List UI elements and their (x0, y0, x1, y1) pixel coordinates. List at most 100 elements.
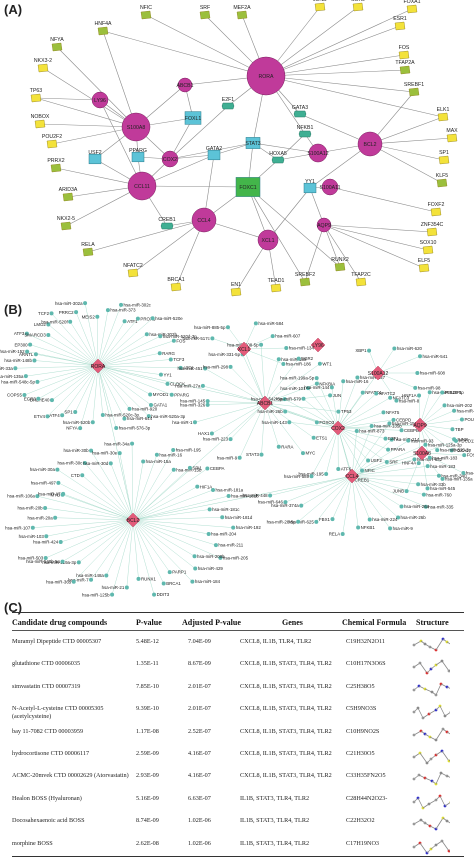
b-node-label: hsa-miR-30b (63, 448, 89, 453)
b-edge-bcl2-14 (132, 468, 208, 521)
cell-pvalue: 2.59E-09 (136, 750, 159, 757)
b-node-xcl1-hsa-mir-885-5p: hsa-miR-885-5p (194, 325, 230, 330)
b-node-label: hsa-miR-365 (46, 579, 72, 584)
table-row: N-Acetyl-L-cysteine CTD 00005305 (acetyl… (12, 699, 464, 725)
b-edge-bcl2-18 (132, 509, 210, 521)
b-node-label: FOS (176, 338, 185, 343)
b-node-label: TCF2 (38, 311, 50, 316)
b-node-rora-sp1: SP1 (64, 410, 78, 415)
cell-adj-pvalue: 2.52E-07 (188, 727, 211, 735)
b-node-s100a12-hsa-mir-608: hsa-miR-608 (415, 371, 446, 376)
cell-formula: C21H30O5 (346, 750, 375, 757)
b-node-ccl4-hsa-mir-335: hsa-miR-335 (423, 504, 454, 509)
cell-compound: bay 11-7082 CTD 00003959 (12, 727, 84, 735)
b-node-rora-prrc2: PRRC2 (59, 310, 79, 315)
b-node-s100a8-hsa-mir-135a: hsa-miR-135a (440, 476, 473, 481)
node-srebf1: SREBF1 (404, 82, 424, 97)
b-hub-label-aqp9: AQP9 (413, 423, 427, 429)
b-edge-rora-7 (75, 312, 99, 367)
cell-formula: C25H38O5 (346, 682, 375, 690)
b-node-label: ETS1 (316, 435, 328, 440)
cell-compound: simvastatin CTD 00007319 (12, 682, 81, 690)
b-node-label: hsa-miR-138 (281, 357, 307, 362)
b-node-label: hsa-miR-302b (149, 332, 177, 337)
node-label-en1: EN1 (231, 282, 241, 288)
b-node-label: hsa-miR-520a-3p (151, 414, 185, 419)
b-edge-rora-23 (97, 365, 172, 395)
b-node-label: RUNX1 (141, 576, 156, 581)
b-node-bcl2-hsa-mir-181d: hsa-miR-181d (220, 515, 253, 520)
b-node-label: hsa-miR-620 (397, 346, 423, 351)
b-node-cox2-nfic: NFIC (360, 468, 375, 473)
b-node-label: hsa-miR-20a (28, 515, 54, 520)
b-edge-rora-4 (48, 324, 99, 367)
node-label-brca1: BRCA1 (167, 277, 184, 283)
b-node-bcl2-hsa-mir-106a: hsa-miR-106a (7, 494, 40, 499)
b-edge-rora-37 (38, 365, 99, 399)
b-node-label: hsa-miR-424 (33, 540, 59, 545)
b-edge-cox2-22 (325, 427, 339, 474)
b-edge-bcl2-40 (46, 519, 134, 537)
node-label-sox9: SOX9 (351, 0, 365, 3)
b-edge-ccl4-21 (301, 475, 353, 506)
structure-image (412, 771, 450, 786)
b-node-label: EP300 (14, 342, 28, 347)
node-label-nfic: NFIC (140, 5, 152, 11)
b-node-label: CTD (71, 473, 80, 478)
b-node-rora-yy1: YY1 (158, 372, 172, 377)
edge-rora-hnf4a (102, 30, 267, 77)
b-edge-rora-25 (97, 365, 152, 406)
node-label-s100a11: S100A11 (320, 185, 341, 191)
node-foxf2: FOXF2 (428, 202, 444, 217)
b-edge-bcl2-39 (60, 519, 134, 543)
node-label-yy1: YY1 (305, 179, 315, 185)
b-edge-cox2-9 (337, 392, 363, 429)
cell-pvalue: 7.85E-10 (136, 682, 159, 690)
b-edge-ccl4-6 (351, 459, 415, 477)
b-node-cox2-hsa-mir-144: hsa-miR-144 (304, 385, 334, 390)
edge-xcl1-yy1 (267, 187, 311, 241)
col-header-formula: Chemical Formula (342, 618, 407, 627)
node-label-foxc1: FOXC1 (239, 185, 256, 191)
b-edge-ccl4-10 (351, 475, 424, 495)
edge-s100a11-foxf2 (329, 186, 437, 213)
edge-rora-fos (265, 54, 405, 77)
node-label-foxa1: FOXA1 (403, 0, 420, 5)
cell-pvalue: 8.74E-09 (136, 817, 159, 825)
panel-a-label: (A) (4, 2, 23, 17)
b-node-rora-hsa-mir-920: hsa-miR-920 (127, 406, 158, 411)
b-node-label: E2F1 (388, 436, 399, 441)
cell-formula: C17H19NO3 (346, 839, 380, 847)
b-node-rora-hsa-mir-33a: hsa-miR-33a (0, 366, 18, 371)
b-node-bcl2-hsa-mir-107: hsa-miR-107 (5, 525, 35, 530)
b-node-ccl4-hsa-mir-26b: hsa-miR-26b (396, 515, 426, 520)
b-node-rora-hsa-mir-520d-3p: hsa-miR-520d-3p (158, 334, 197, 339)
b-node-abcb1-stat3: STAT3 (246, 452, 264, 457)
b-edge-rora-bcl2 (97, 365, 134, 521)
b-node-xcl1-hsa-mir-134: hsa-miR-134 (284, 346, 314, 351)
b-edge-cox2-15 (337, 427, 386, 439)
b-edge-rora-24 (97, 365, 151, 395)
b-node-label: hsa-miR-200b (197, 554, 225, 559)
b-node-label: hsa-miR-125b (82, 592, 110, 597)
b-node-label: hsa-miR-520b (63, 420, 91, 425)
b-node-label: hsa-miR-873 (359, 429, 385, 434)
b-node-label: hsa-miR-134 (289, 346, 315, 351)
node-creb1: CREB1 (158, 217, 176, 230)
b-node-label: STAT3 (246, 452, 260, 457)
b-node-label: ATF4 (49, 413, 60, 418)
b-node-label: MEIS2 (82, 314, 96, 319)
table-top-rule (12, 612, 464, 613)
panel-b-label: (B) (4, 302, 23, 317)
b-hub-s100a12: S100A12 (368, 365, 389, 381)
panel-c-label: (C) (4, 600, 23, 615)
b-node-bcl2-hif1a: HIF1A (195, 484, 212, 489)
b-node-rora-fos: FOS (171, 338, 185, 343)
node-label-s100a8: S100A8 (127, 125, 146, 131)
b-node-label: hsa-miR-545 (430, 486, 456, 491)
node-label-rela: RELA (81, 242, 95, 248)
b-node-s100a12-hsa-mir-8: hsa-miR-8 (394, 398, 420, 403)
node-label-ccl11: CCL11 (134, 184, 150, 190)
b-node-label: MYOD1 (153, 392, 169, 397)
edge-bcl2-yy1 (309, 143, 371, 189)
